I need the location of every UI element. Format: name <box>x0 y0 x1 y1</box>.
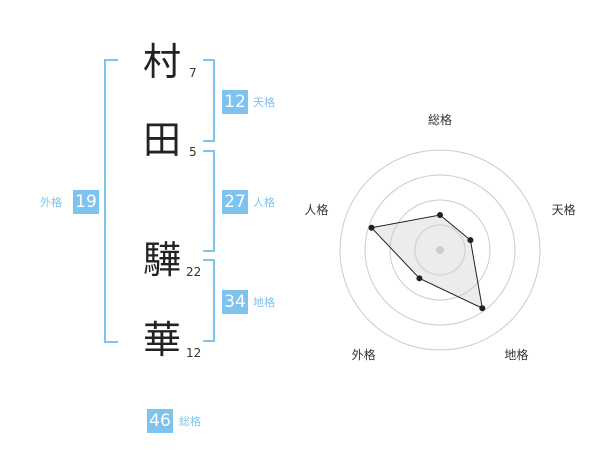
gaikaku-value: 19 <box>73 190 99 214</box>
stroke-count-1: 7 <box>189 66 197 80</box>
radar-point-1 <box>467 237 474 244</box>
radar-axis-label-2: 地格 <box>504 347 528 362</box>
name-char-3: 驊 <box>142 238 181 282</box>
radar-point-4 <box>368 224 375 231</box>
radar-ring-3 <box>364 174 516 326</box>
stroke-count-3: 22 <box>186 265 202 279</box>
name-char-2: 田 <box>142 118 181 162</box>
tenkaku-bracket <box>203 59 215 142</box>
jinkaku-value: 27 <box>222 190 248 214</box>
radar-points <box>368 212 486 312</box>
radar-axis-label-0: 総格 <box>428 112 452 127</box>
jinkaku-bracket <box>203 150 215 252</box>
name-char-1: 村 <box>142 40 181 84</box>
chikaku-bracket <box>203 259 215 342</box>
stroke-count-2: 5 <box>189 145 197 159</box>
chikaku-label: 地格 <box>253 296 275 309</box>
radar-point-3 <box>416 275 423 282</box>
radar-point-0 <box>437 212 443 218</box>
radar-rings <box>339 149 541 351</box>
name-char-4: 華 <box>142 318 181 362</box>
gaikaku-label: 外格 <box>40 196 62 209</box>
radar-polygon <box>370 214 483 310</box>
radar-ring-4 <box>339 149 541 351</box>
stroke-count-4: 12 <box>186 346 202 360</box>
radar-axis-label-3: 外格 <box>352 347 376 362</box>
soukaku-label: 総格 <box>179 415 201 428</box>
radar-center-dot <box>436 246 444 254</box>
gaikaku-bracket <box>104 59 118 343</box>
radar-axis-label-4: 人格 <box>304 202 328 217</box>
radar-ring-1 <box>414 224 466 276</box>
radar-axis-label-1: 天格 <box>552 202 576 217</box>
jinkaku-label: 人格 <box>253 196 275 209</box>
tenkaku-label: 天格 <box>253 96 275 109</box>
tenkaku-value: 12 <box>222 90 248 114</box>
chikaku-value: 34 <box>222 290 248 314</box>
radar-ring-2 <box>389 199 491 301</box>
soukaku-value: 46 <box>147 409 173 433</box>
radar-point-2 <box>479 305 486 312</box>
